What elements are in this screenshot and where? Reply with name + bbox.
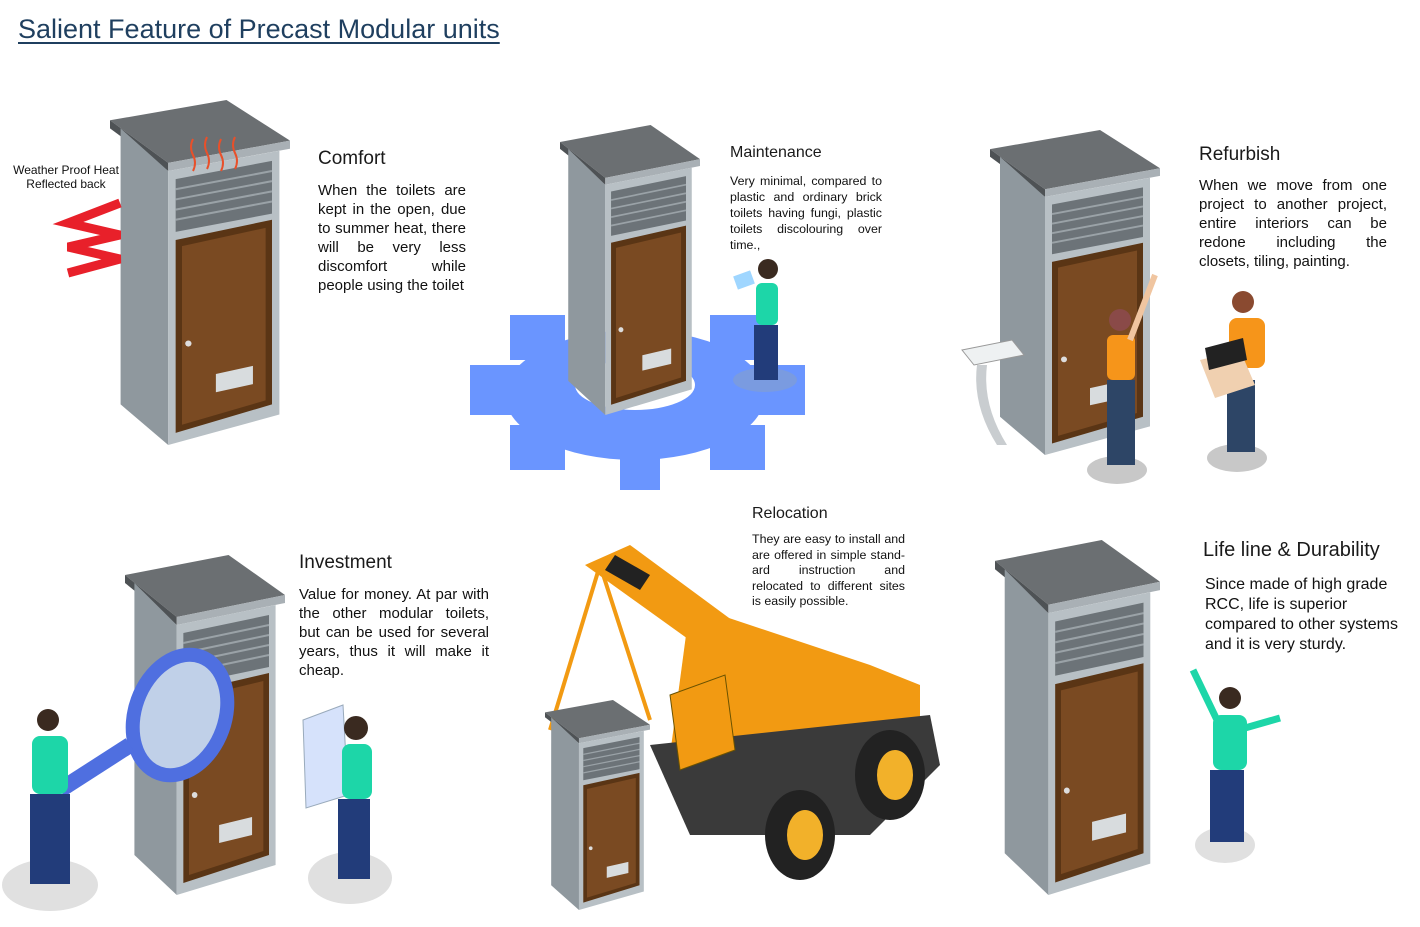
comfort-text: When the toilets are kept in the open, d…: [318, 182, 466, 294]
maintenance-toilet-illustration: [560, 125, 700, 415]
heat-arrows-icon: [52, 198, 122, 278]
page-title: Salient Feature of Precast Modular units: [18, 14, 500, 44]
magnifying-glass-icon: [2, 647, 235, 911]
relocated-toilet-illustration: [545, 700, 650, 910]
woman-with-document-icon: [302, 704, 392, 904]
person-with-tablet-icon: [733, 259, 797, 392]
weather-proof-label: Weather Proof Heat Reflected back: [13, 163, 119, 191]
durability-heading: Life line & Durability: [1203, 539, 1380, 561]
investment-text: Value for money. At par with the other m…: [299, 586, 489, 679]
investment-heading: Investment: [299, 552, 392, 573]
crane-illustration: [548, 545, 940, 880]
durability-text: Since made of high grade RCC, life is su…: [1205, 576, 1398, 653]
maintenance-text: Very minimal, compared to plastic and or…: [730, 174, 882, 252]
man-waving-icon: [1189, 668, 1281, 863]
heat-waves-icon: [190, 136, 238, 172]
woman-working-icon: [1087, 273, 1158, 484]
relocation-heading: Relocation: [752, 505, 828, 522]
relocation-text: They are easy to install and are offered…: [752, 532, 905, 608]
washbasin-icon: [961, 339, 1025, 445]
durability-toilet-illustration: [995, 540, 1160, 895]
refurbish-heading: Refurbish: [1199, 144, 1281, 165]
comfort-heading: Comfort: [318, 148, 386, 169]
refurbish-text: When we move from one project to another…: [1199, 177, 1387, 270]
maintenance-heading: Maintenance: [730, 144, 822, 161]
man-carrying-box-icon: [1200, 291, 1267, 472]
